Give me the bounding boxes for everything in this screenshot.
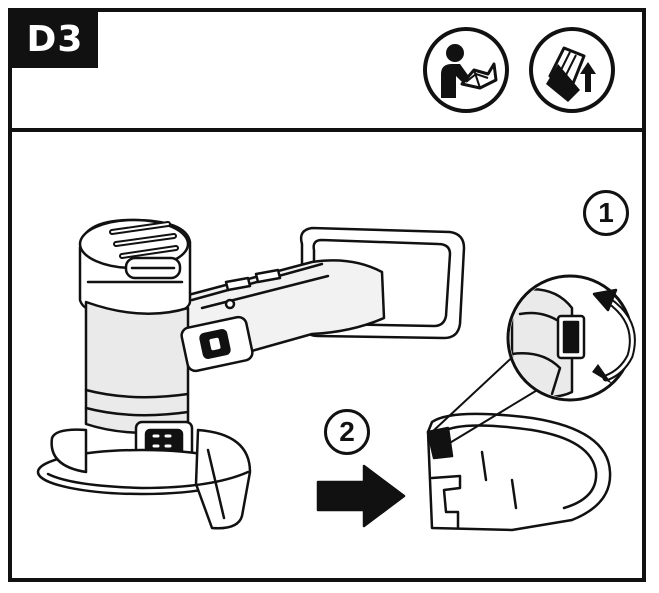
power-switch [180, 315, 254, 373]
push-arrow [316, 464, 406, 528]
grinder-illustration [36, 218, 636, 532]
instruction-panel: D3 [8, 8, 646, 582]
step-2-marker: 2 [324, 409, 370, 455]
wheel-guard [426, 412, 612, 532]
step-1-marker: 1 [583, 190, 629, 236]
remove-battery-icon [528, 26, 616, 114]
read-manual-icon [422, 26, 510, 114]
step-badge: D3 [12, 12, 98, 68]
grinder-wheel-guard [36, 428, 252, 530]
motor-head [78, 218, 192, 320]
panel-header: D3 [12, 12, 642, 132]
illustration-area: 1 2 [12, 132, 642, 578]
zoom-callout [506, 274, 636, 402]
gear-housing [84, 300, 190, 435]
